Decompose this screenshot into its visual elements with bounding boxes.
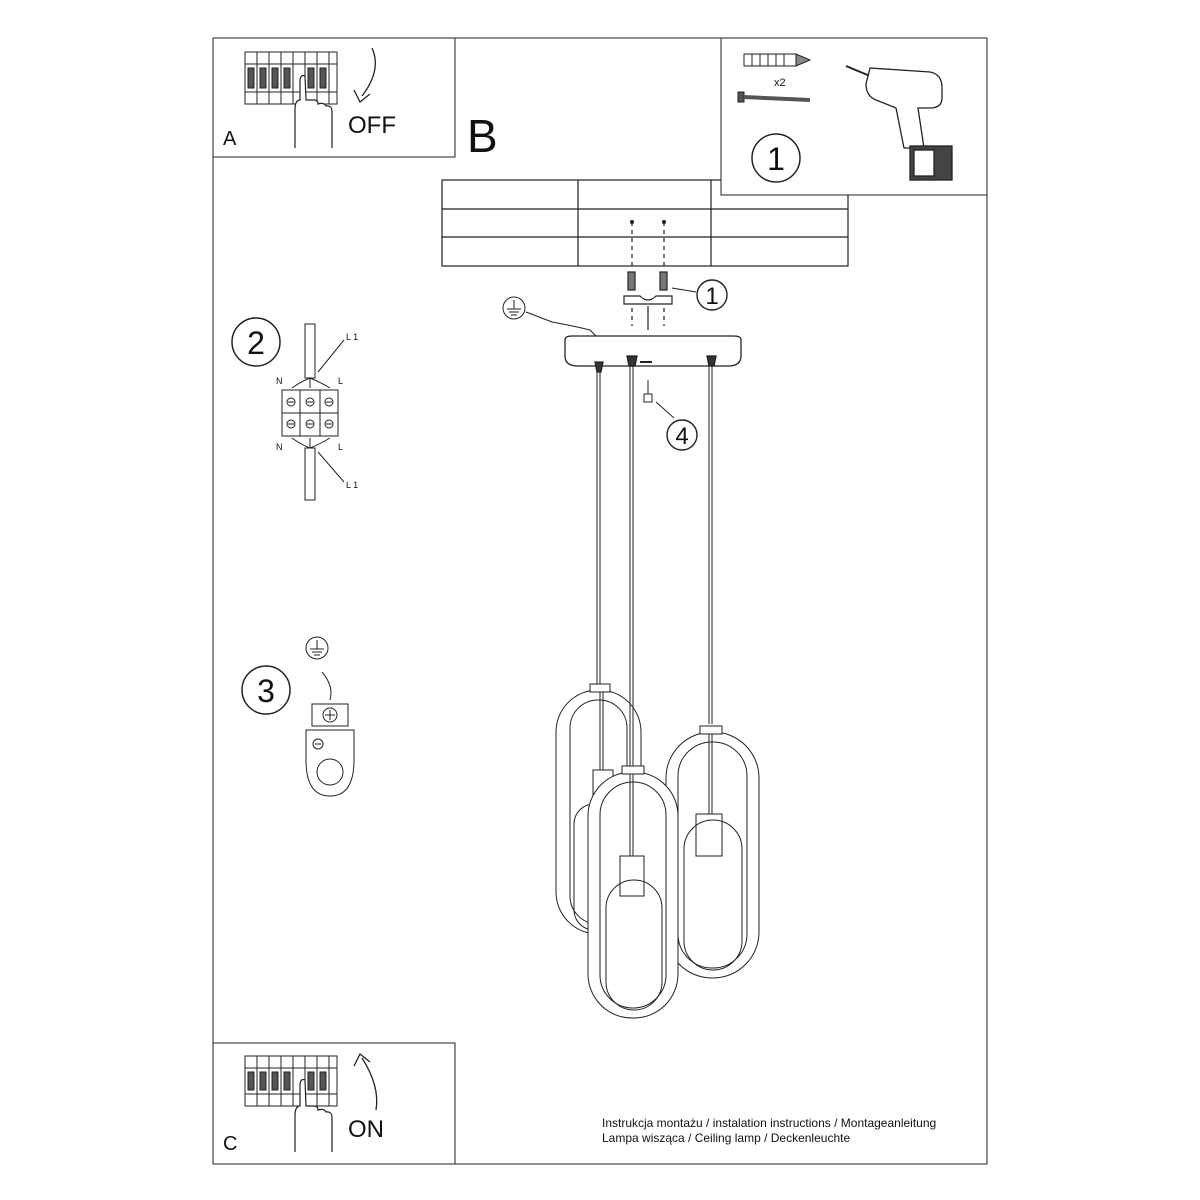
panel-a: A OFF: [212, 37, 456, 158]
screw-step-number: 4: [675, 423, 688, 450]
wire-label-l-bottom: L: [338, 442, 343, 452]
on-label: ON: [348, 1116, 384, 1143]
screw-step-circle: [666, 419, 698, 451]
ceiling: [441, 179, 849, 267]
wiring-step-circle: [231, 317, 281, 367]
footer-caption: Instrukcja montażu / instalation instruc…: [602, 1116, 936, 1146]
drill-icon: [845, 65, 953, 181]
mount-step-number: 1: [705, 283, 718, 310]
hand-icon-on: [294, 1078, 333, 1152]
pendant-cords: [596, 366, 713, 766]
ground-terminal-icon: [305, 636, 355, 797]
mount-step-circle: [696, 279, 728, 311]
quantity-label: x2: [774, 77, 786, 89]
wire-label-l1-top: L 1: [346, 332, 358, 342]
canopy: [564, 335, 742, 373]
tools-step-circle: [751, 133, 801, 183]
pendant-right: [665, 725, 760, 979]
wire-label-l1-bottom: L 1: [346, 480, 358, 490]
screw-icon: [737, 91, 811, 103]
wire-label-n-bottom: N: [276, 442, 283, 452]
off-label: OFF: [348, 112, 396, 139]
breaker-icon-on: [244, 1055, 338, 1107]
ground-step-number: 3: [257, 673, 275, 709]
tools-panel: x2 1: [720, 37, 988, 196]
arrow-down-icon: [353, 47, 376, 104]
pendant-middle: [587, 765, 679, 1019]
mounting-bracket: [623, 219, 673, 330]
ground-icon: [502, 296, 601, 341]
tools-step-number: 1: [767, 141, 785, 177]
wire-label-l-top: L: [338, 376, 343, 386]
wiring-step-number: 2: [247, 325, 265, 361]
wire-label-n-top: N: [276, 376, 283, 386]
hand-icon: [294, 74, 333, 148]
footer-line-1: Instrukcja montażu / instalation instruc…: [602, 1116, 937, 1130]
footer-line-2: Lampa wisząca / Ceiling lamp / Deckenleu…: [602, 1131, 851, 1145]
terminal-block-icon: [281, 323, 345, 501]
panel-c: C ON: [212, 1042, 456, 1165]
panel-b-letter: B: [467, 110, 498, 162]
ground-step-circle: [241, 665, 291, 715]
arrow-up-icon: [353, 1052, 378, 1111]
panel-a-letter: A: [223, 128, 237, 150]
wall-plug-icon: [743, 53, 812, 67]
breaker-icon: [244, 51, 338, 105]
page-border: [212, 37, 988, 1165]
canopy-screw: [643, 380, 675, 419]
panel-c-letter: C: [223, 1133, 237, 1155]
